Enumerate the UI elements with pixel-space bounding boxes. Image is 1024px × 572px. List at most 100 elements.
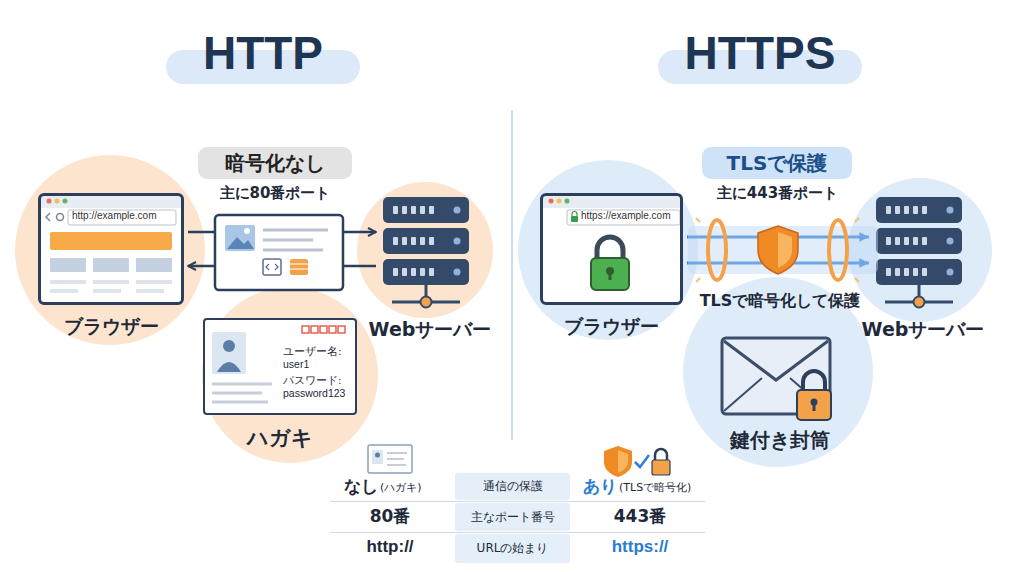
browser-window-right-part <box>571 216 578 222</box>
node-text: http://example.com <box>72 210 176 222</box>
table-grid-part <box>330 501 705 502</box>
plain-label: https:// <box>575 537 705 557</box>
text-slot: なし <box>320 476 378 496</box>
postcard <box>203 318 357 415</box>
postcard-part <box>212 383 272 386</box>
browser-window-left-part <box>93 258 129 272</box>
postcard-part-part <box>311 326 318 333</box>
plain-label: なし <box>320 476 378 496</box>
message-card-part <box>263 259 281 275</box>
node-text: パスワード: <box>283 374 353 387</box>
message-card-part <box>263 229 328 232</box>
orange-halo-part <box>15 155 205 345</box>
text-slot: https:// <box>575 537 705 557</box>
tls-tunnel-part <box>696 218 859 282</box>
plain-label: http:// <box>330 537 450 557</box>
text-slot: TLSで保護 <box>702 151 852 175</box>
postcard-part <box>217 362 241 372</box>
table-icons-part <box>635 455 649 467</box>
text-slot: 暗号化なし <box>198 151 352 175</box>
postcard-part-part <box>320 326 327 333</box>
status-pill: TLSで保護 <box>702 147 852 179</box>
browser-window-left-part <box>93 289 121 293</box>
table-icons-part <box>652 460 670 475</box>
text-slot: TLSで暗号化して保護 <box>680 291 880 310</box>
table-icons-part <box>375 453 380 458</box>
title-pill: HTTPS <box>658 26 862 88</box>
tls-tunnel-part <box>688 226 878 274</box>
postcard-part-part <box>302 326 309 333</box>
locked-envelope-part <box>724 341 828 380</box>
browser-window-right-part <box>557 199 562 204</box>
tls-tunnel <box>688 218 878 282</box>
message-card-part <box>290 269 308 270</box>
browser-window-left <box>38 193 184 305</box>
table-grid-part <box>455 534 570 563</box>
message-card-part <box>225 225 255 251</box>
table-grid-part <box>330 532 705 533</box>
text-slot: (TLSで暗号化) <box>619 481 715 494</box>
plain-label: 主なポート番号 <box>455 510 570 524</box>
postcard-part-part <box>329 326 336 333</box>
server-box: Webサーバー <box>863 195 983 345</box>
tls-tunnel-part <box>708 220 726 280</box>
browser-window-left-part <box>47 199 52 204</box>
locked-envelope-part <box>803 371 825 392</box>
server-icon-part <box>383 197 469 308</box>
postcard-part <box>212 401 268 404</box>
blue-halo-part <box>518 160 698 340</box>
text-slot: Webサーバー <box>360 318 500 341</box>
text-slot: Webサーバー <box>853 318 993 341</box>
divider <box>511 110 513 440</box>
text-slot: ユーザー名: <box>283 345 353 358</box>
plain-label: あり <box>575 476 617 496</box>
browser-window-right-part <box>572 212 577 217</box>
message-card-part <box>215 215 343 290</box>
message-card-part <box>227 237 254 249</box>
postcard-part <box>203 318 357 415</box>
text-slot: 主に443番ポート <box>690 184 865 202</box>
node-frame <box>203 318 357 415</box>
postcard-part-part <box>338 326 345 333</box>
browser-window-left-part <box>63 199 68 204</box>
browser-window-right-part <box>591 258 629 290</box>
postcard-part <box>212 332 246 374</box>
message-card-part <box>290 259 308 275</box>
browser-box: https://example.comブラウザー <box>540 193 683 343</box>
node-text: https://example.com <box>581 210 679 222</box>
text-slot: ブラウザー <box>28 315 194 338</box>
tls-tunnel-part <box>778 232 792 268</box>
browser-window-right-part <box>540 193 683 305</box>
browser-window-left-part <box>50 232 172 250</box>
table-grid-part <box>455 503 570 531</box>
table-icons-part <box>618 450 628 473</box>
browser-window-right-part <box>549 199 554 204</box>
text-slot: https://example.com <box>581 210 679 222</box>
browser-window-right <box>540 193 683 305</box>
browser-window-left-part <box>68 210 176 225</box>
table-icons-part <box>387 458 404 460</box>
text-slot: 80番 <box>330 506 450 526</box>
node-frame <box>873 195 973 305</box>
envelope-box: 鍵付き封筒 <box>705 330 855 460</box>
node-text: ブラウザー <box>530 315 693 338</box>
node-text: ハガキ <box>183 426 377 451</box>
orange-halo <box>15 155 493 463</box>
node-text: TLSで保護 <box>702 151 852 175</box>
browser-window-left-part <box>55 199 60 204</box>
postcard-part <box>302 326 345 333</box>
browser-window-right-part <box>565 199 570 204</box>
node-frame <box>720 335 835 422</box>
tls-tunnel-part <box>829 220 847 280</box>
plain-label: (TLSで暗号化) <box>619 481 715 494</box>
node-text: HTTP <box>166 26 360 81</box>
orange-halo-part <box>357 182 493 318</box>
node-frame <box>38 193 184 305</box>
message-card-part <box>290 264 308 265</box>
plain-label: URLの始まり <box>455 541 570 555</box>
node-text: password123 <box>283 387 353 400</box>
blue-halo <box>518 160 992 467</box>
browser-window-left-part <box>39 194 183 208</box>
